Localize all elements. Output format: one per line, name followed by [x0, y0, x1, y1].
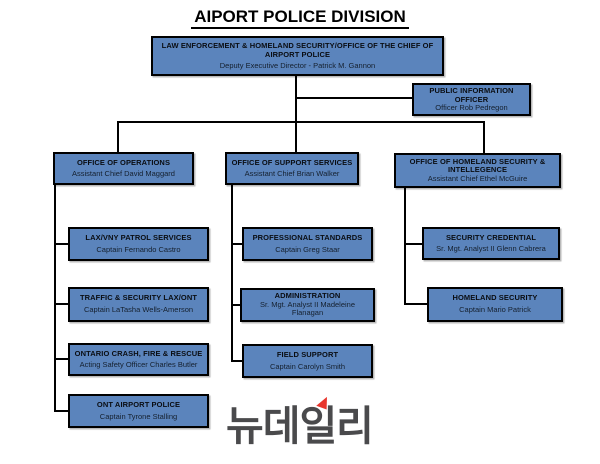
org-box-title: HOMELAND SECURITY — [452, 293, 538, 303]
org-box-ontario-crash-fire-rescue: ONTARIO CRASH, FIRE & RESCUE Acting Safe… — [68, 343, 209, 376]
org-box-subtitle: Acting Safety Officer Charles Butler — [79, 360, 198, 370]
connector-operations-stub-4 — [54, 410, 68, 412]
org-box-security-credential: SECURITY CREDENTIAL Sr. Mgt. Analyst II … — [422, 227, 560, 260]
org-box-subtitle: Assistant Chief Brian Walker — [244, 169, 340, 179]
org-box-title: FIELD SUPPORT — [276, 350, 339, 360]
org-box-subtitle: Captain Carolyn Smith — [269, 361, 346, 371]
connector-support-spine — [231, 184, 233, 362]
connector-homeland-drop — [483, 121, 485, 153]
org-box-public-information-officer: PUBLIC INFORMATION OFFICER Officer Rob P… — [412, 83, 531, 116]
connector-support-stub-2 — [231, 304, 242, 306]
page-title: AIPORT POLICE DIVISION — [0, 7, 600, 29]
org-box-title: ONT AIRPORT POLICE — [96, 400, 181, 410]
org-box-title: OFFICE OF SUPPORT SERVICES — [231, 157, 353, 167]
connector-support-stub-1 — [231, 243, 242, 245]
org-box-title: LAX/VNY PATROL SERVICES — [85, 233, 192, 243]
org-box-ont-airport-police: ONT AIRPORT POLICE Captain Tyrone Stalli… — [68, 394, 209, 428]
org-box-title: OFFICE OF OPERATIONS — [76, 157, 171, 167]
org-box-homeland-security: HOMELAND SECURITY Captain Mario Patrick — [427, 287, 563, 322]
org-box-subtitle: Captain Fernando Castro — [96, 244, 181, 254]
connector-operations-stub-1 — [54, 243, 68, 245]
org-box-subtitle: Sr. Mgt. Analyst II Glenn Cabrera — [436, 244, 546, 254]
org-box-office-of-homeland-security: OFFICE OF HOMELAND SECURITY & INTELLEGEN… — [394, 153, 561, 188]
org-box-title: TRAFFIC & SECURITY LAX/ONT — [79, 293, 198, 303]
org-box-subtitle: Captain Greg Staar — [275, 244, 340, 254]
org-box-subtitle: Deputy Executive Director - Patrick M. G… — [219, 60, 376, 70]
newdaily-watermark: 뉴데일리 — [226, 394, 396, 452]
connector-homeland-stub-1 — [404, 243, 422, 245]
org-box-office-of-operations: OFFICE OF OPERATIONS Assistant Chief Dav… — [53, 152, 194, 185]
connector-support-stub-3 — [231, 360, 242, 362]
connector-level2-rail — [117, 121, 485, 123]
org-box-title: PROFESSIONAL STANDARDS — [252, 233, 363, 243]
org-box-lax-vny-patrol-services: LAX/VNY PATROL SERVICES Captain Fernando… — [68, 227, 209, 261]
watermark-text: 뉴데일리 — [226, 403, 374, 449]
org-box-subtitle: Captain LaTasha Wells-Amerson — [83, 305, 194, 315]
org-box-professional-standards: PROFESSIONAL STANDARDS Captain Greg Staa… — [242, 227, 373, 261]
connector-homeland-spine — [404, 187, 406, 305]
org-box-title: ONTARIO CRASH, FIRE & RESCUE — [74, 348, 203, 358]
org-box-title: SECURITY CREDENTIAL — [445, 232, 537, 242]
org-box-subtitle: Assistant Chief Ethel McGuire — [427, 174, 528, 184]
connector-operations-spine — [54, 184, 56, 412]
org-box-subtitle: Assistant Chief David Maggard — [72, 169, 175, 179]
org-box-title: OFFICE OF HOMELAND SECURITY & INTELLEGEN… — [409, 156, 546, 175]
page-title-text: AIPORT POLICE DIVISION — [191, 7, 409, 29]
connector-root-drop — [295, 76, 297, 152]
org-box-subtitle: Officer Rob Pedregon — [435, 103, 508, 113]
connector-operations-drop — [117, 121, 119, 152]
org-box-subtitle: Captain Mario Patrick — [459, 305, 531, 315]
org-box-field-support: FIELD SUPPORT Captain Carolyn Smith — [242, 344, 373, 378]
org-box-subtitle: Sr. Mgt. Analyst II Madeleine Flanagan — [259, 300, 356, 318]
org-box-root: LAW ENFORCEMENT & HOMELAND SECURITY/OFFI… — [151, 36, 444, 76]
org-box-traffic-security-lax-ont: TRAFFIC & SECURITY LAX/ONT Captain LaTas… — [68, 287, 209, 322]
connector-operations-stub-2 — [54, 303, 68, 305]
org-box-title: LAW ENFORCEMENT & HOMELAND SECURITY/OFFI… — [161, 41, 434, 59]
org-box-administration: ADMINISTRATION Sr. Mgt. Analyst II Madel… — [240, 288, 375, 322]
connector-homeland-stub-2 — [404, 303, 427, 305]
connector-pio-branch — [296, 97, 412, 99]
org-box-office-of-support-services: OFFICE OF SUPPORT SERVICES Assistant Chi… — [225, 152, 359, 185]
org-box-title: PUBLIC INFORMATION OFFICER — [429, 86, 514, 104]
org-box-title: ADMINISTRATION — [274, 291, 341, 301]
connector-operations-stub-3 — [54, 358, 68, 360]
org-box-subtitle: Captain Tyrone Stalling — [99, 411, 178, 421]
